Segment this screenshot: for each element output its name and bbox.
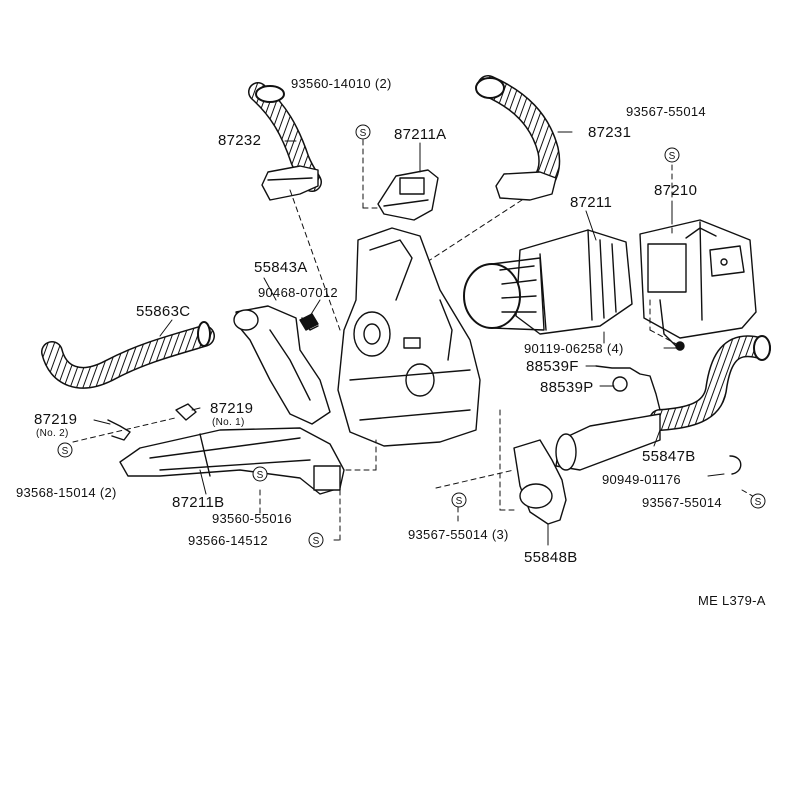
reference-code: ME L379-A (698, 593, 766, 608)
svg-text:S: S (360, 128, 367, 139)
label-93567-55014-3: 93567-55014 (3) (408, 527, 509, 542)
label-87211: 87211 (570, 194, 613, 211)
screw-symbol-7: S (750, 493, 766, 509)
clip-90468 (299, 313, 319, 331)
fitting-88539 (595, 365, 661, 411)
hose-55863c (41, 321, 215, 389)
svg-text:S: S (62, 446, 69, 457)
svg-text:S: S (755, 497, 762, 508)
duct-55843a (233, 305, 331, 425)
svg-text:S: S (669, 151, 676, 162)
label-no2: (No. 2) (36, 428, 69, 439)
screw-symbol-1: S (355, 124, 371, 140)
label-93567-55014-right: 93567-55014 (642, 495, 722, 510)
duct-55848b (513, 439, 567, 525)
clip-90949 (729, 455, 742, 475)
clip-87219-no1 (175, 403, 197, 421)
screw-symbol-5: S (308, 532, 324, 548)
svg-text:S: S (456, 496, 463, 507)
screw-symbol-3: S (57, 442, 73, 458)
label-87219-no2: 87219 (34, 411, 78, 428)
hose-55847b (555, 335, 771, 471)
screw-symbol-4: S (252, 466, 268, 482)
duct-87211b (119, 427, 345, 495)
screw-symbol-6: S (451, 492, 467, 508)
label-no1: (No. 1) (212, 417, 245, 428)
label-90468-07012: 90468-07012 (258, 285, 338, 300)
label-93567-55014-top: 93567-55014 (626, 104, 706, 119)
label-55847b: 55847B (642, 448, 696, 465)
label-93560-14010: 93560-14010 (2) (291, 76, 392, 91)
label-55863c: 55863C (136, 303, 191, 320)
svg-text:S: S (313, 536, 320, 547)
label-93568-15014: 93568-15014 (2) (16, 485, 117, 500)
label-55843a: 55843A (254, 259, 308, 276)
label-87231: 87231 (588, 124, 632, 141)
label-87211a: 87211A (394, 126, 447, 143)
label-87219-no1: 87219 (210, 400, 254, 417)
label-93566-14512: 93566-14512 (188, 533, 268, 548)
bracket-87211a (377, 169, 439, 221)
clip-87219-no2 (107, 419, 131, 441)
hose-87231 (475, 75, 561, 201)
heater-unit (337, 227, 481, 447)
blower-case-87211 (463, 229, 633, 335)
label-93560-55016: 93560-55016 (212, 511, 292, 526)
label-87232: 87232 (218, 132, 262, 149)
svg-text:S: S (257, 470, 264, 481)
label-55848b: 55848B (524, 549, 578, 566)
label-88539f: 88539F (526, 358, 579, 375)
label-90949-01176: 90949-01176 (602, 472, 681, 487)
label-87210: 87210 (654, 182, 698, 199)
label-90119-06258: 90119-06258 (4) (524, 341, 624, 356)
screw-symbol-2: S (664, 147, 680, 163)
label-88539p: 88539P (540, 379, 594, 396)
hose-87232 (248, 82, 322, 201)
blower-motor-87210 (639, 219, 757, 351)
label-87211b: 87211B (172, 494, 225, 511)
